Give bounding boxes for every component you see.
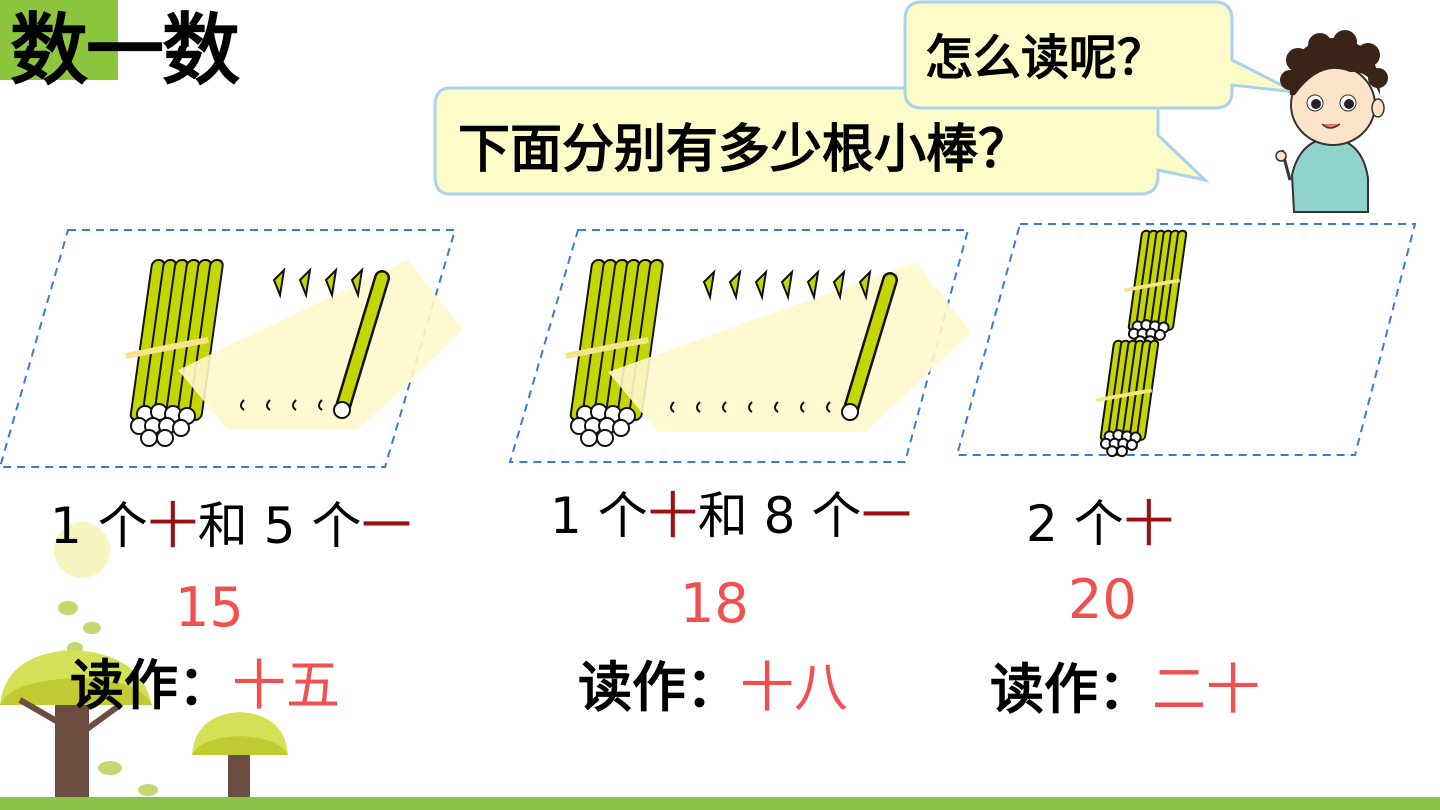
group-3-number: 20 (1068, 568, 1137, 631)
group-frame-1 (0, 229, 457, 468)
group-3-reading: 读作：二十 (990, 658, 1260, 722)
desc-count-ones: 和 5 个 (197, 497, 362, 555)
desc-unit-ten: 十 (647, 487, 698, 545)
group-1-reading: 读作：十五 (70, 654, 340, 718)
group-frame-3 (955, 223, 1417, 456)
desc-unit-ten: 十 (1123, 495, 1174, 553)
group-3-description: 2 个十 (1026, 494, 1174, 554)
desc-count-tens: 1 个 (50, 497, 148, 555)
read-value: 二十 (1152, 658, 1260, 721)
group-1-description: 1 个十和 5 个一 (50, 496, 411, 556)
page-title: 数一数 (10, 6, 240, 96)
tree-icon (0, 522, 152, 805)
single-sticks (178, 260, 463, 430)
speech-bubble-read (903, 0, 1296, 110)
read-label: 读作： (578, 656, 740, 719)
read-label: 读作： (70, 654, 232, 717)
desc-count-tens: 1 个 (550, 487, 648, 545)
stick-bundle-icon (125, 259, 224, 447)
question-count: 下面分别有多少根小棒？ (458, 120, 1031, 180)
read-value: 十八 (740, 656, 848, 719)
group-frame-2 (508, 229, 970, 463)
single-sticks (608, 262, 971, 432)
stick-bundle-icon (1095, 339, 1160, 458)
group-2-reading: 读作：十八 (578, 656, 848, 720)
stick-bundle-icon (1123, 229, 1188, 348)
ground-strip (0, 797, 1440, 810)
group-2-description: 1 个十和 8 个一 (550, 486, 911, 546)
desc-count-ones: 和 8 个 (697, 487, 862, 545)
question-read: 怎么读呢？ (925, 30, 1166, 86)
read-label: 读作： (990, 658, 1152, 721)
tree-icon (98, 712, 288, 805)
desc-unit-ten: 十 (147, 497, 198, 555)
desc-count-tens: 2 个 (1026, 495, 1124, 553)
title-accent-block (0, 0, 118, 80)
group-2-number: 18 (680, 572, 749, 635)
group-1-number: 15 (175, 576, 244, 639)
desc-unit-one: 一 (861, 487, 912, 545)
read-value: 十五 (232, 654, 340, 717)
boy-character-icon (1275, 30, 1388, 213)
desc-unit-one: 一 (361, 497, 412, 555)
